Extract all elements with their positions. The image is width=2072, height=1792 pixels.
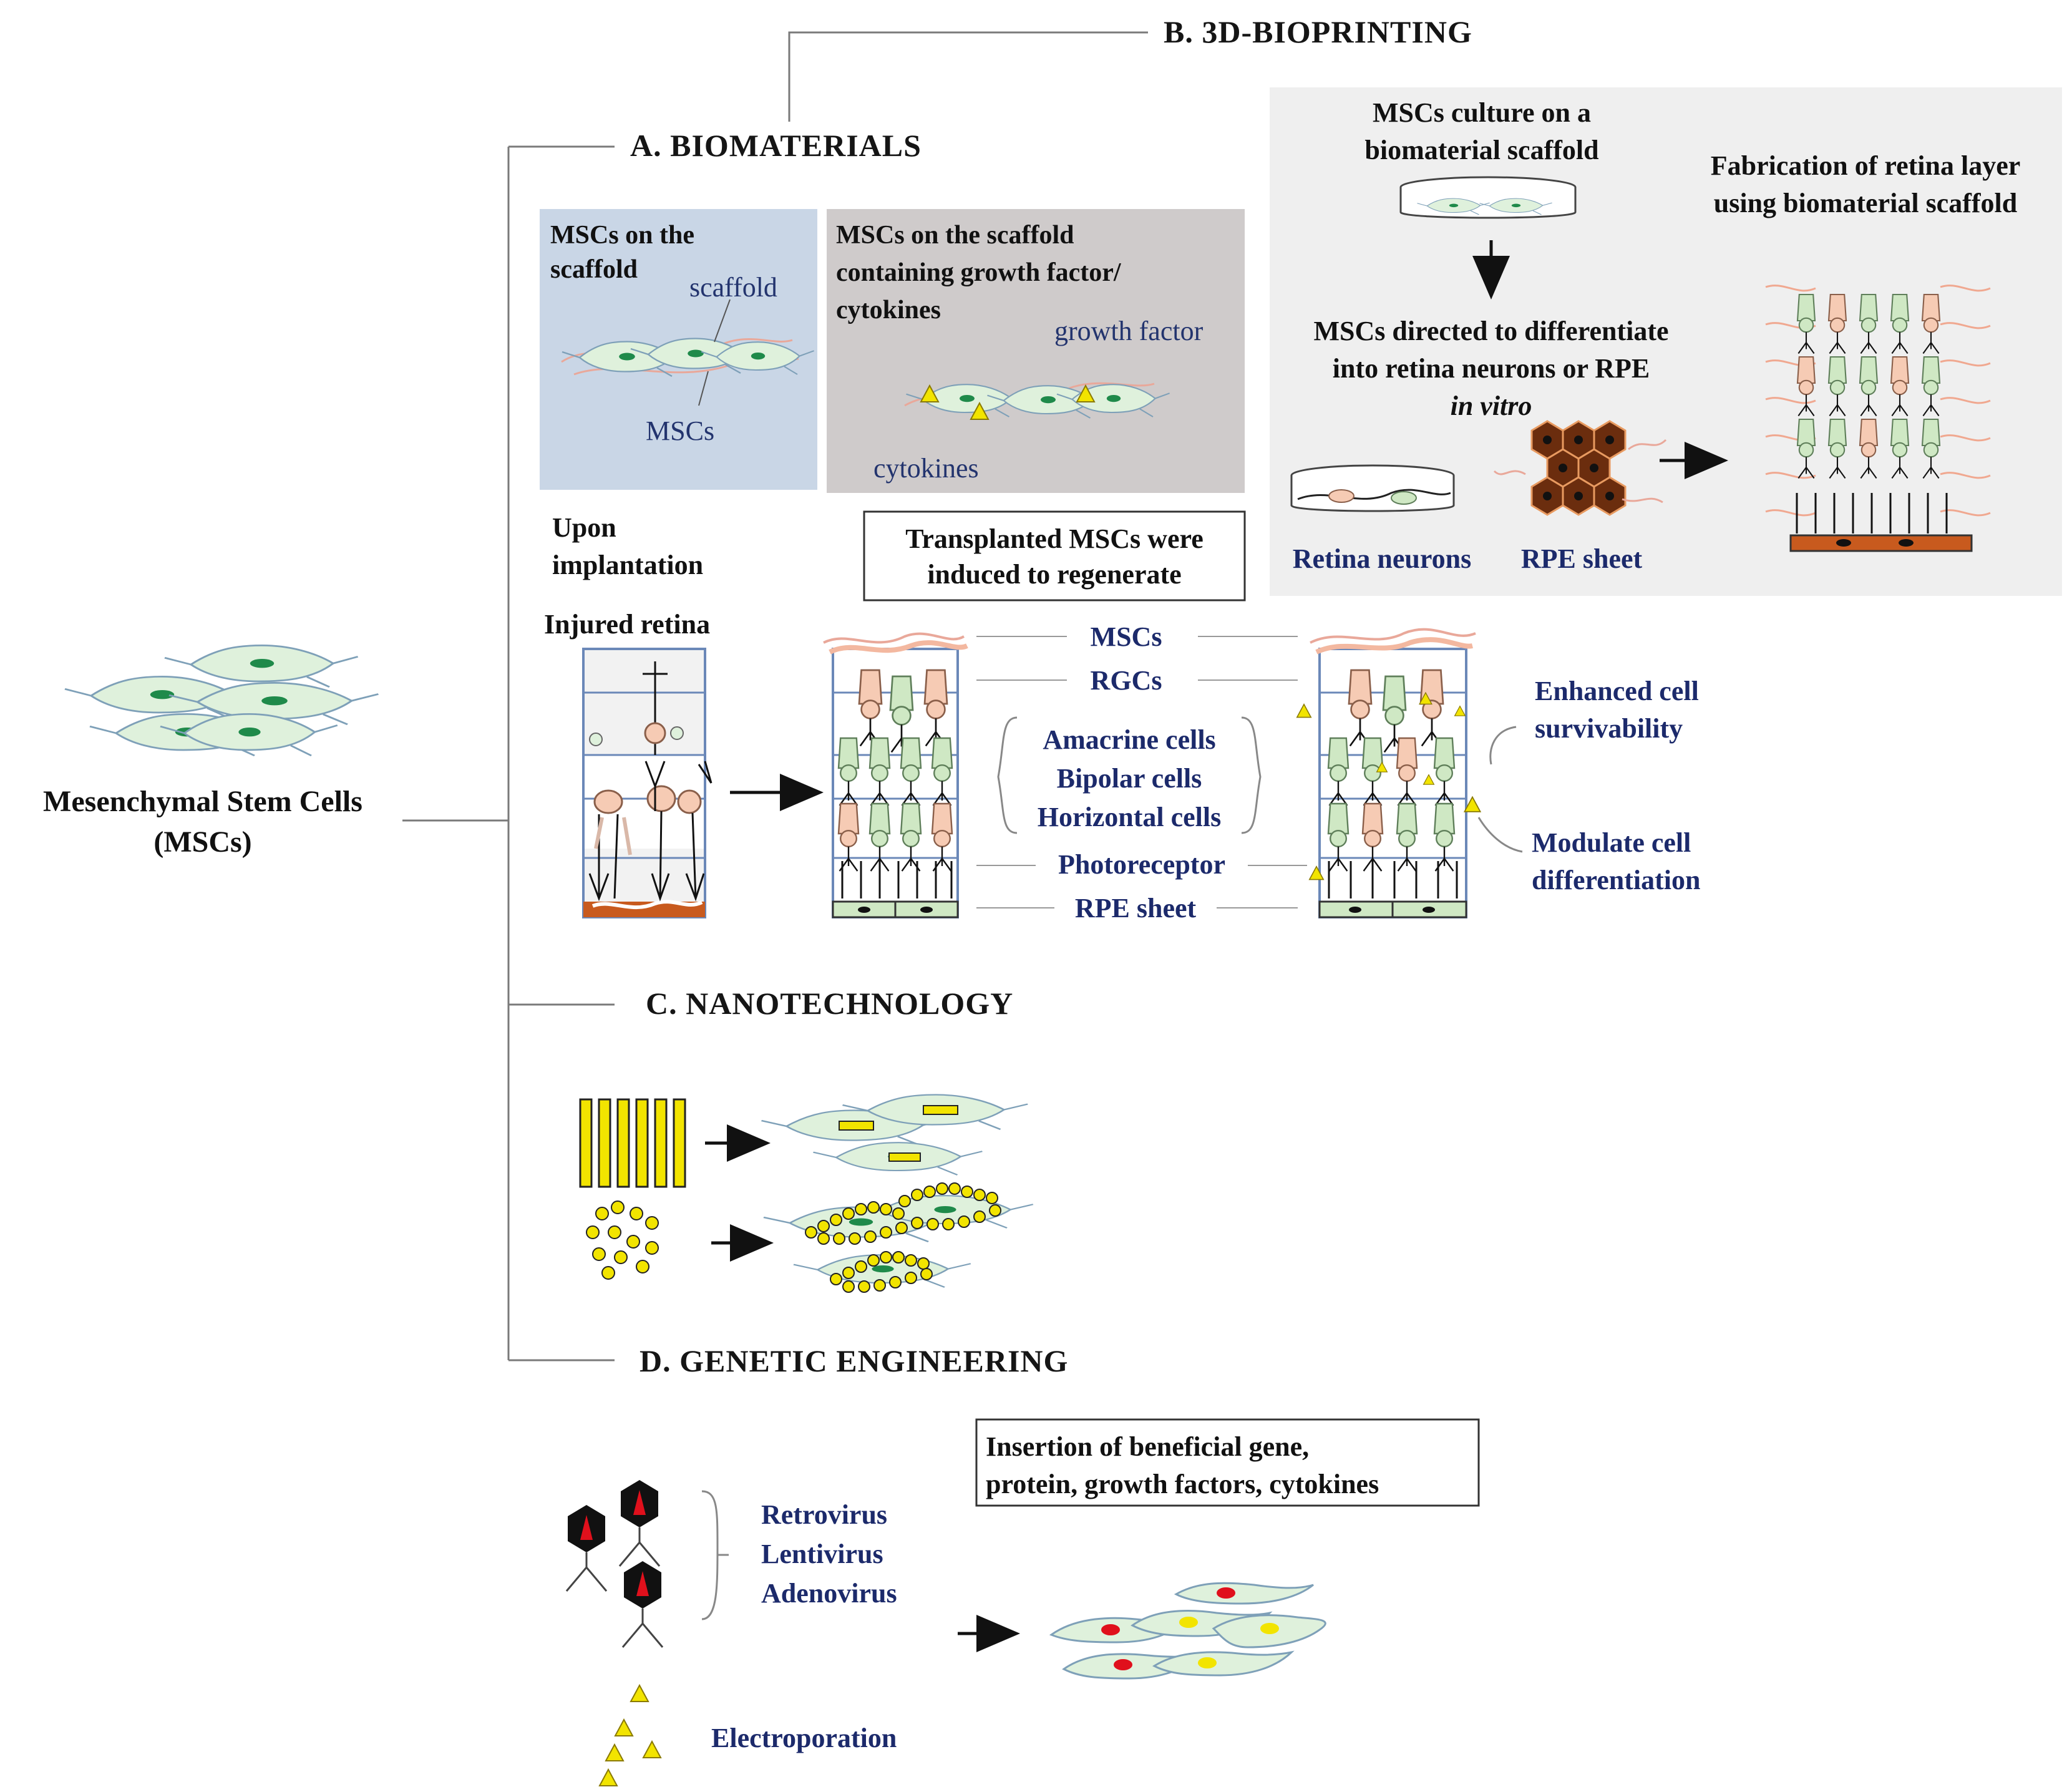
- effect1-leader: [1489, 726, 1517, 765]
- root-title-line1: Mesenchymal Stem Cells: [43, 785, 362, 818]
- layer-rgcs-label: RGCs: [1091, 665, 1162, 696]
- transplanted-callout: [863, 510, 1246, 601]
- panel1-mscs-label: MSCs: [646, 416, 714, 446]
- tree-connectors: [402, 31, 1148, 1361]
- nanoparticle-labeled-cells: [762, 1182, 1034, 1293]
- upon-line2: implantation: [552, 550, 703, 580]
- root-title-line2: (MSCs): [153, 825, 251, 859]
- leader-lines: [698, 299, 731, 406]
- culture-line2: biomaterial scaffold: [1364, 135, 1598, 165]
- directed-line3: in vitro: [1451, 391, 1532, 421]
- effect1-line2: survivability: [1535, 713, 1683, 744]
- regenerated-retina-diagram: [823, 632, 968, 918]
- panel1-title-line2: scaffold: [550, 255, 638, 284]
- retina-with-factors-diagram: [1296, 620, 1479, 918]
- section-c-heading: C. NANOTECHNOLOGY: [646, 986, 1013, 1021]
- upon-line1: Upon: [552, 512, 616, 543]
- transplanted-line2: induced to regenerate: [927, 559, 1181, 590]
- virus-icon: [565, 1504, 608, 1592]
- section-d-heading: D. GENETIC ENGINEERING: [640, 1343, 1068, 1378]
- layer-bipolar-label: Bipolar cells: [1057, 763, 1202, 794]
- electroporation-factors-icon: [586, 1685, 667, 1791]
- virus-icon: [621, 1560, 664, 1648]
- panel-msc-scaffold-growth-factor: [827, 209, 1245, 493]
- lentivirus-label: Lentivirus: [761, 1539, 883, 1569]
- directed-line1: MSCs directed to differentiate: [1313, 316, 1668, 346]
- culture-line1: MSCs culture on a: [1373, 97, 1591, 128]
- nanoparticles-icon: [586, 1200, 659, 1280]
- effect2-leader: [1477, 817, 1523, 853]
- effect1-line1: Enhanced cell: [1535, 676, 1699, 706]
- section-b-heading: B. 3D-BIOPRINTING: [1164, 14, 1472, 49]
- panel2-title-line2: containing growth factor/: [836, 258, 1122, 287]
- root-msc-cluster: [64, 644, 380, 757]
- panel2-title-line3: cytokines: [836, 296, 941, 324]
- transfected-cells: [1049, 1582, 1326, 1680]
- layer-mscs-label: MSCs: [1091, 621, 1162, 652]
- layer-photoreceptor-label: Photoreceptor: [1058, 849, 1225, 880]
- panel1-title-line1: MSCs on the: [550, 221, 694, 250]
- layer-amacrine-label: Amacrine cells: [1043, 724, 1215, 755]
- panel2-growth-factor-label: growth factor: [1054, 316, 1204, 346]
- insertion-line2: protein, growth factors, cytokines: [986, 1469, 1379, 1499]
- fabricated-retina-layer: [1765, 285, 1991, 552]
- retrovirus-label: Retrovirus: [761, 1499, 887, 1530]
- effect2-line1: Modulate cell: [1532, 827, 1691, 858]
- panel2-cytokines-label: cytokines: [873, 453, 979, 484]
- electroporation-label: Electroporation: [711, 1723, 897, 1753]
- effect2-line2: differentiation: [1532, 865, 1701, 895]
- panel1-scaffold-label: scaffold: [689, 272, 777, 303]
- layer-horizontal-label: Horizontal cells: [1038, 802, 1222, 832]
- rpe-hexagon-sheet: [1493, 420, 1667, 516]
- retina-neurons-dish: [1290, 464, 1455, 512]
- directed-line2: into retina neurons or RPE: [1333, 353, 1650, 384]
- adenovirus-label: Adenovirus: [761, 1578, 897, 1609]
- nanorods-icon: [579, 1098, 686, 1188]
- injured-retina-label: Injured retina: [544, 609, 710, 640]
- panel2-title-line1: MSCs on the scaffold: [836, 221, 1074, 250]
- insertion-callout: [975, 1418, 1480, 1507]
- rpe-sheet-label: RPE sheet: [1521, 543, 1643, 574]
- virus-icon: [618, 1479, 661, 1567]
- section-a-heading: A. BIOMATERIALS: [630, 128, 922, 163]
- injured-retina-diagram: [582, 648, 713, 918]
- layer-rpe-label: RPE sheet: [1075, 893, 1197, 923]
- fabrication-line2: using biomaterial scaffold: [1714, 188, 2017, 218]
- retina-neurons-label: Retina neurons: [1293, 543, 1471, 574]
- fabrication-line1: Fabrication of retina layer: [1711, 150, 2021, 181]
- layer-leader-lines: [976, 636, 1307, 908]
- transplanted-line1: Transplanted MSCs were: [905, 523, 1204, 554]
- nanorod-labeled-cells: [760, 1093, 1029, 1176]
- virus-bracket: [701, 1490, 719, 1620]
- insertion-line1: Insertion of beneficial gene,: [986, 1431, 1309, 1462]
- culture-dish: [1399, 176, 1577, 219]
